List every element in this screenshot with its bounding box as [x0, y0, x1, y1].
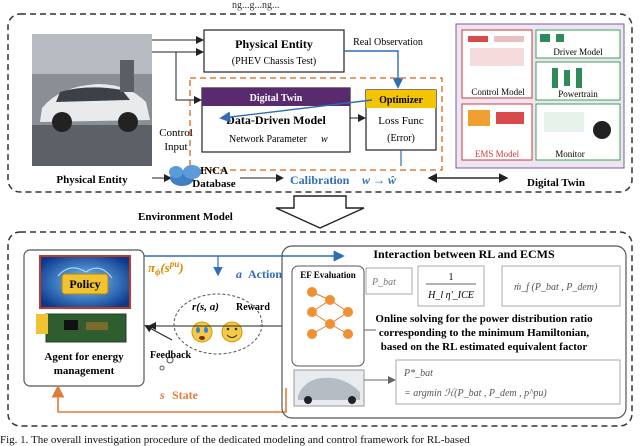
- smiling-face-icon: [221, 321, 243, 343]
- inca-line1: INCA: [200, 165, 228, 177]
- ef-evaluation-box: [291, 265, 365, 367]
- formula-fraction-box: [417, 265, 485, 307]
- action-label: Action: [248, 267, 282, 281]
- action-symbol: a: [236, 267, 242, 281]
- header-text: ng...g...ng...: [232, 0, 280, 11]
- digital-twin-region: [189, 77, 443, 171]
- agent-line1: Agent for energy: [44, 351, 124, 363]
- formula-mf-box: [501, 265, 621, 307]
- formula-argmin: = argmin ℋ(P_bat , P_dem , p^pu): [404, 388, 547, 399]
- formula-pbat-star: P*_bat: [403, 368, 433, 379]
- loss-error-label: (Error): [387, 133, 415, 144]
- environment-model-arrow: [275, 195, 365, 229]
- digital-twin-label: Digital Twin: [527, 177, 585, 189]
- agent-line2: management: [54, 365, 115, 377]
- crying-face-icon: [191, 321, 213, 343]
- online-line3: based on the RL estimated equivalent fac…: [381, 341, 588, 353]
- control-model-label: Control Model: [471, 87, 525, 97]
- control-input-line2: Input: [164, 141, 187, 153]
- physical-entity-box-sub: (PHEV Chassis Test): [232, 56, 317, 67]
- car-image: [293, 369, 365, 407]
- bottom-container: [7, 231, 633, 427]
- reward-label: Reward: [236, 302, 270, 313]
- driver-model-label: Driver Model: [553, 47, 603, 57]
- powertrain-label: Powertrain: [558, 89, 598, 99]
- calibration-label: Calibration: [290, 173, 350, 187]
- formula-frac-den: H_l η'_ICE: [427, 290, 474, 301]
- policy-label: Policy: [69, 277, 100, 291]
- monitor-label: Monitor: [555, 149, 585, 159]
- policy-link-bar: [36, 314, 48, 334]
- physical-entity-box-title: Physical Entity: [235, 37, 313, 51]
- feedback-label: Feedback: [150, 350, 192, 361]
- figure-caption: Fig. 1. The overall investigation proced…: [0, 434, 470, 446]
- digital-twin-tag: Digital Twin: [250, 93, 303, 104]
- circuit-board-image: [45, 313, 127, 343]
- monitor-block: [535, 103, 621, 161]
- data-driven-model-title: Data-Driven Model: [226, 113, 326, 127]
- ef-evaluation-label: EF Evaluation: [300, 270, 355, 280]
- formula-pbat-box: [365, 267, 413, 295]
- physical-entity-label: Physical Entity: [56, 174, 128, 186]
- arrow-control-input: [175, 52, 202, 104]
- calibration-expr: w → ŵ: [362, 173, 396, 187]
- physical-entity-photo: [32, 34, 152, 166]
- interaction-region: [281, 245, 627, 419]
- driver-model-block: [535, 29, 621, 59]
- online-line2: corresponding to the minimum Hamiltonian…: [379, 327, 590, 339]
- formula-argmin-box: [395, 359, 621, 405]
- interaction-title: Interaction between RL and ECMS: [373, 247, 555, 261]
- state-arrow: [51, 384, 287, 413]
- ems-model-label: EMS Model: [475, 149, 520, 159]
- loss-func-label: Loss Func: [378, 115, 424, 127]
- formula-frac-num: 1: [449, 272, 454, 283]
- online-line1: Online solving for the power distributio…: [375, 313, 593, 325]
- digital-twin-tag-bg: [202, 88, 350, 106]
- reward-expr: r(s, a): [192, 301, 219, 313]
- real-observation-label: Real Observation: [353, 37, 423, 48]
- real-observation-arrow: [344, 50, 404, 89]
- network-parameter-symbol: w: [321, 134, 328, 145]
- control-model-block: [461, 29, 533, 99]
- cloud-database-icon: [169, 165, 201, 186]
- top-container: [7, 13, 633, 193]
- optimizer-header-bg: [366, 90, 436, 108]
- network-parameter-label: Network Parameter: [229, 134, 308, 145]
- inca-line2: Database: [192, 178, 236, 190]
- reward-to-agent-arrow: [144, 325, 173, 341]
- physical-entity-box: [203, 29, 345, 73]
- powertrain-block: [535, 61, 621, 101]
- policy-expr: πϕ(spu): [148, 259, 184, 277]
- optimizer-label: Optimizer: [379, 95, 423, 106]
- arrow-optimizer-feedback: [219, 99, 373, 123]
- neural-network-icon: [307, 287, 353, 339]
- policy-badge: [61, 273, 109, 295]
- environment-model-label: Environment Model: [138, 211, 233, 223]
- formula-mf: ṁ_f (P_bat , P_dem): [514, 282, 598, 293]
- control-input-line1: Control: [159, 127, 193, 139]
- state-symbol: s: [159, 388, 165, 402]
- formula-pbat: P_bat: [371, 277, 396, 288]
- state-label: State: [172, 388, 199, 402]
- ems-model-block: [461, 103, 533, 161]
